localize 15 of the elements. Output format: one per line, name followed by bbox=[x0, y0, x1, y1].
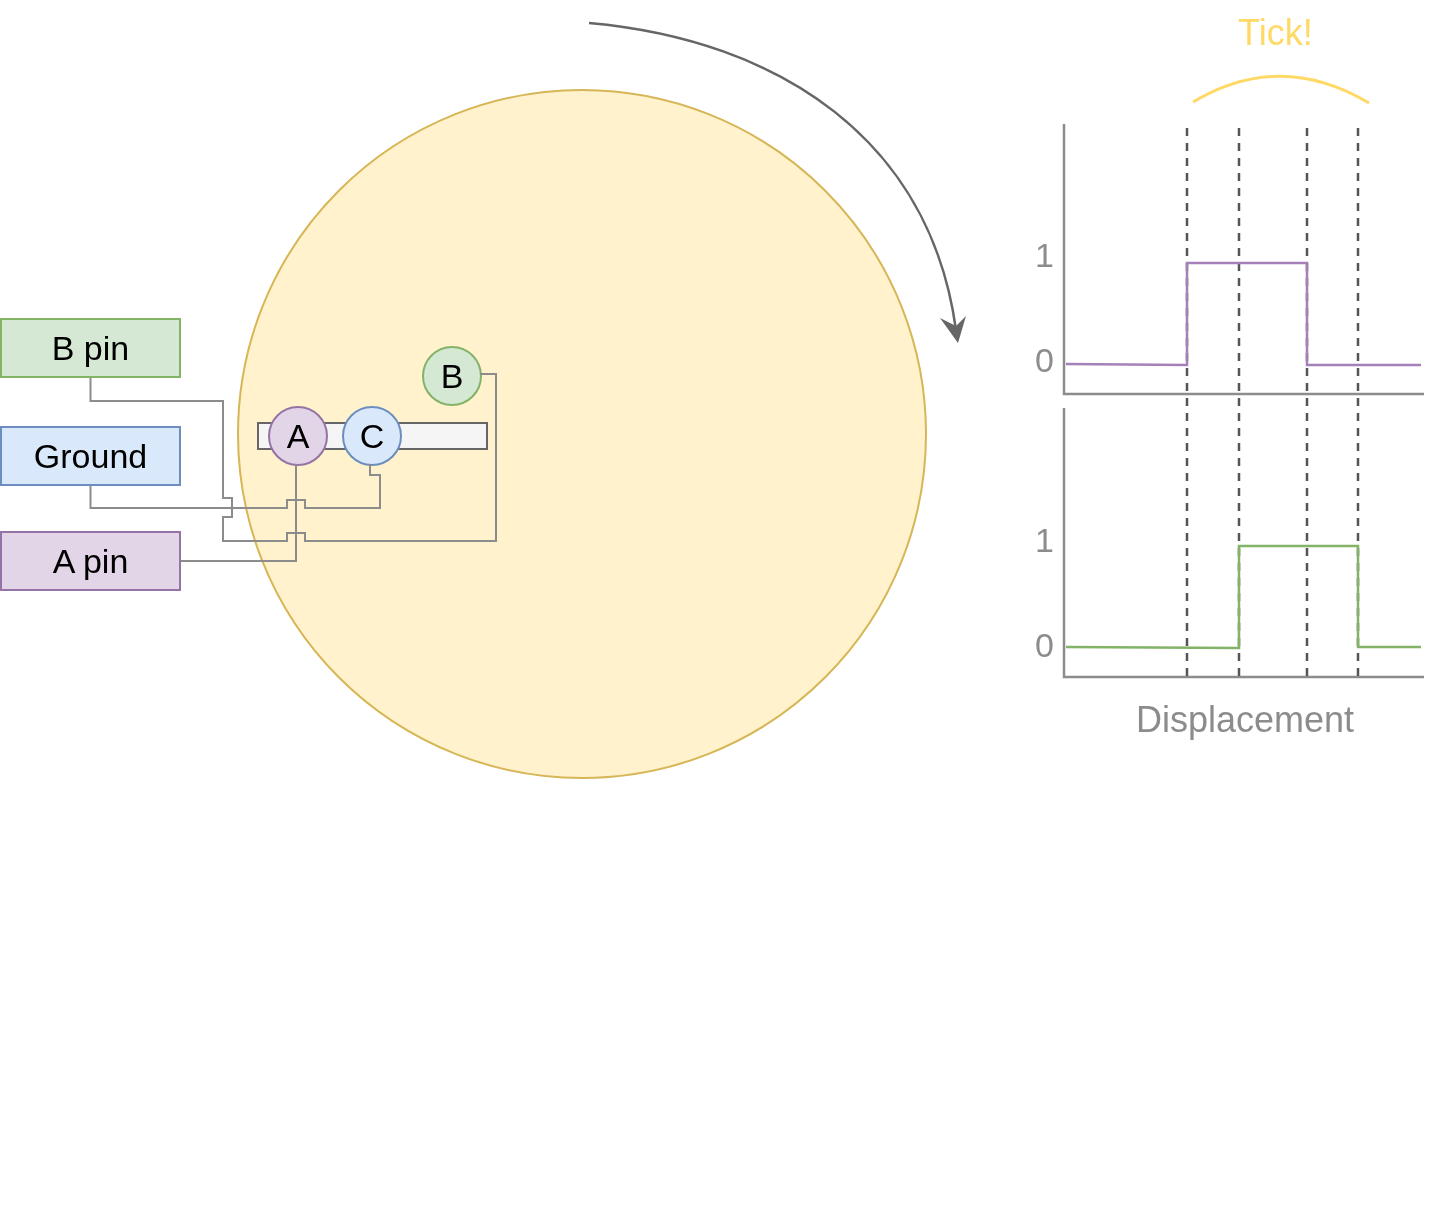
pin-box: A pin bbox=[0, 531, 181, 591]
annotation-text: Tick! bbox=[1238, 15, 1313, 51]
axis-tick-label: 0 bbox=[1035, 628, 1054, 662]
pin-box: Ground bbox=[0, 426, 181, 486]
wire bbox=[180, 463, 297, 562]
wire bbox=[89, 463, 381, 509]
contact-circle: C bbox=[342, 406, 402, 466]
pin-box: B pin bbox=[0, 318, 181, 378]
contact-circle: A bbox=[268, 406, 328, 466]
wire bbox=[89, 373, 497, 542]
axis-tick-label: 1 bbox=[1035, 523, 1054, 557]
axis-title: Displacement bbox=[1136, 702, 1355, 738]
axis-tick-label: 1 bbox=[1035, 238, 1054, 272]
contact-circle: B bbox=[422, 346, 482, 406]
axis-tick-label: 0 bbox=[1035, 343, 1054, 377]
